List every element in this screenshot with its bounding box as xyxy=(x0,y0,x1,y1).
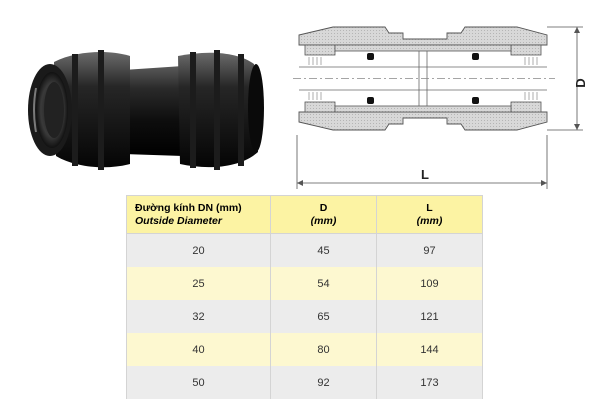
header-line1: Đường kính DN (mm) xyxy=(135,201,242,214)
table-row: 25 54 109 xyxy=(126,267,483,300)
header-line2: Outside Diameter xyxy=(135,214,222,227)
cell-l: 121 xyxy=(376,300,483,333)
cell-d: 80 xyxy=(270,333,377,366)
cell-d: 45 xyxy=(270,233,377,267)
cell-d: 65 xyxy=(270,300,377,333)
header-outside-diameter: Đường kính DN (mm) Outside Diameter xyxy=(126,195,271,234)
cell-dn: 50 xyxy=(126,366,271,399)
cell-l: 144 xyxy=(376,333,483,366)
spec-table: Đường kính DN (mm) Outside Diameter D (m… xyxy=(126,195,483,399)
diameter-label: D xyxy=(573,78,588,87)
cell-l: 109 xyxy=(376,267,483,300)
header-line1: D xyxy=(319,201,328,214)
table-row: 40 80 144 xyxy=(126,333,483,366)
header-d: D (mm) xyxy=(270,195,377,234)
header-l: L (mm) xyxy=(376,195,483,234)
cell-l: 97 xyxy=(376,233,483,267)
technical-drawing: D L xyxy=(293,26,588,189)
table-row: 50 92 173 xyxy=(126,366,483,399)
cell-dn: 20 xyxy=(126,233,271,267)
table-row: 32 65 121 xyxy=(126,300,483,333)
cell-l: 173 xyxy=(376,366,483,399)
cell-d: 92 xyxy=(270,366,377,399)
table-header-row: Đường kính DN (mm) Outside Diameter D (m… xyxy=(126,195,483,234)
cell-dn: 32 xyxy=(126,300,271,333)
cell-d: 54 xyxy=(270,267,377,300)
header-line2: (mm) xyxy=(416,214,443,227)
length-label: L xyxy=(421,167,429,182)
product-photo xyxy=(28,50,264,170)
table-row: 20 45 97 xyxy=(126,233,483,267)
cell-dn: 25 xyxy=(126,267,271,300)
header-line2: (mm) xyxy=(310,214,337,227)
cell-dn: 40 xyxy=(126,333,271,366)
header-line1: L xyxy=(426,201,433,214)
